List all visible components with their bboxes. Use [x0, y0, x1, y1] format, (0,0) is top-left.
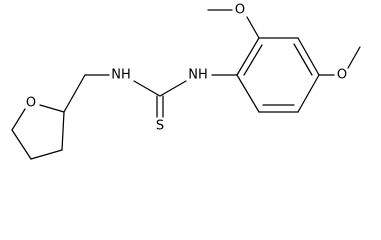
atom-oxygen-methoxy-right: O — [337, 68, 347, 83]
bond-c2-o-top — [246, 16, 260, 39]
ring-bond-c1-c2 — [236, 37, 260, 76]
thiourea-core: NH NH S — [111, 68, 238, 134]
bond-nh-right-thiocarbonyl — [159, 80, 187, 97]
thf-bond-o-c5 — [11, 108, 26, 131]
ring-bond-c3-c4 — [297, 37, 320, 76]
ring-bond-c4-c5 — [297, 74, 320, 113]
thf-bond-c4-c3 — [30, 149, 63, 160]
atom-oxygen-methoxy-top: O — [235, 3, 245, 18]
atom-oxygen-ring: O — [26, 96, 36, 111]
bond-ch2-ring-c2 — [63, 74, 86, 113]
ring-double-bond-c3-c4 — [293, 43, 313, 76]
benzene-ring — [236, 37, 320, 113]
thf-bond-c5-c4 — [11, 129, 32, 160]
thf-bond-c2-o — [39, 104, 65, 113]
atom-nh-right: NH — [188, 68, 208, 83]
methylene-linker — [63, 74, 110, 113]
atom-sulfur: S — [156, 119, 164, 134]
bond-o-right-methyl — [347, 46, 361, 69]
thf-bond-c3-c2 — [61, 111, 65, 151]
molecule-structure: O O NH NH S O — [11, 3, 361, 160]
atom-nh-left: NH — [111, 68, 131, 83]
methoxy-top: O — [207, 3, 260, 39]
bond-thiocarbonyl-nh-left — [133, 80, 161, 97]
ring-double-bond-c1-c2 — [243, 44, 263, 76]
methoxy-right: O — [318, 46, 361, 83]
tetrahydrofuran-ring: O — [11, 96, 65, 160]
ring-bond-c6-c1 — [236, 74, 260, 113]
